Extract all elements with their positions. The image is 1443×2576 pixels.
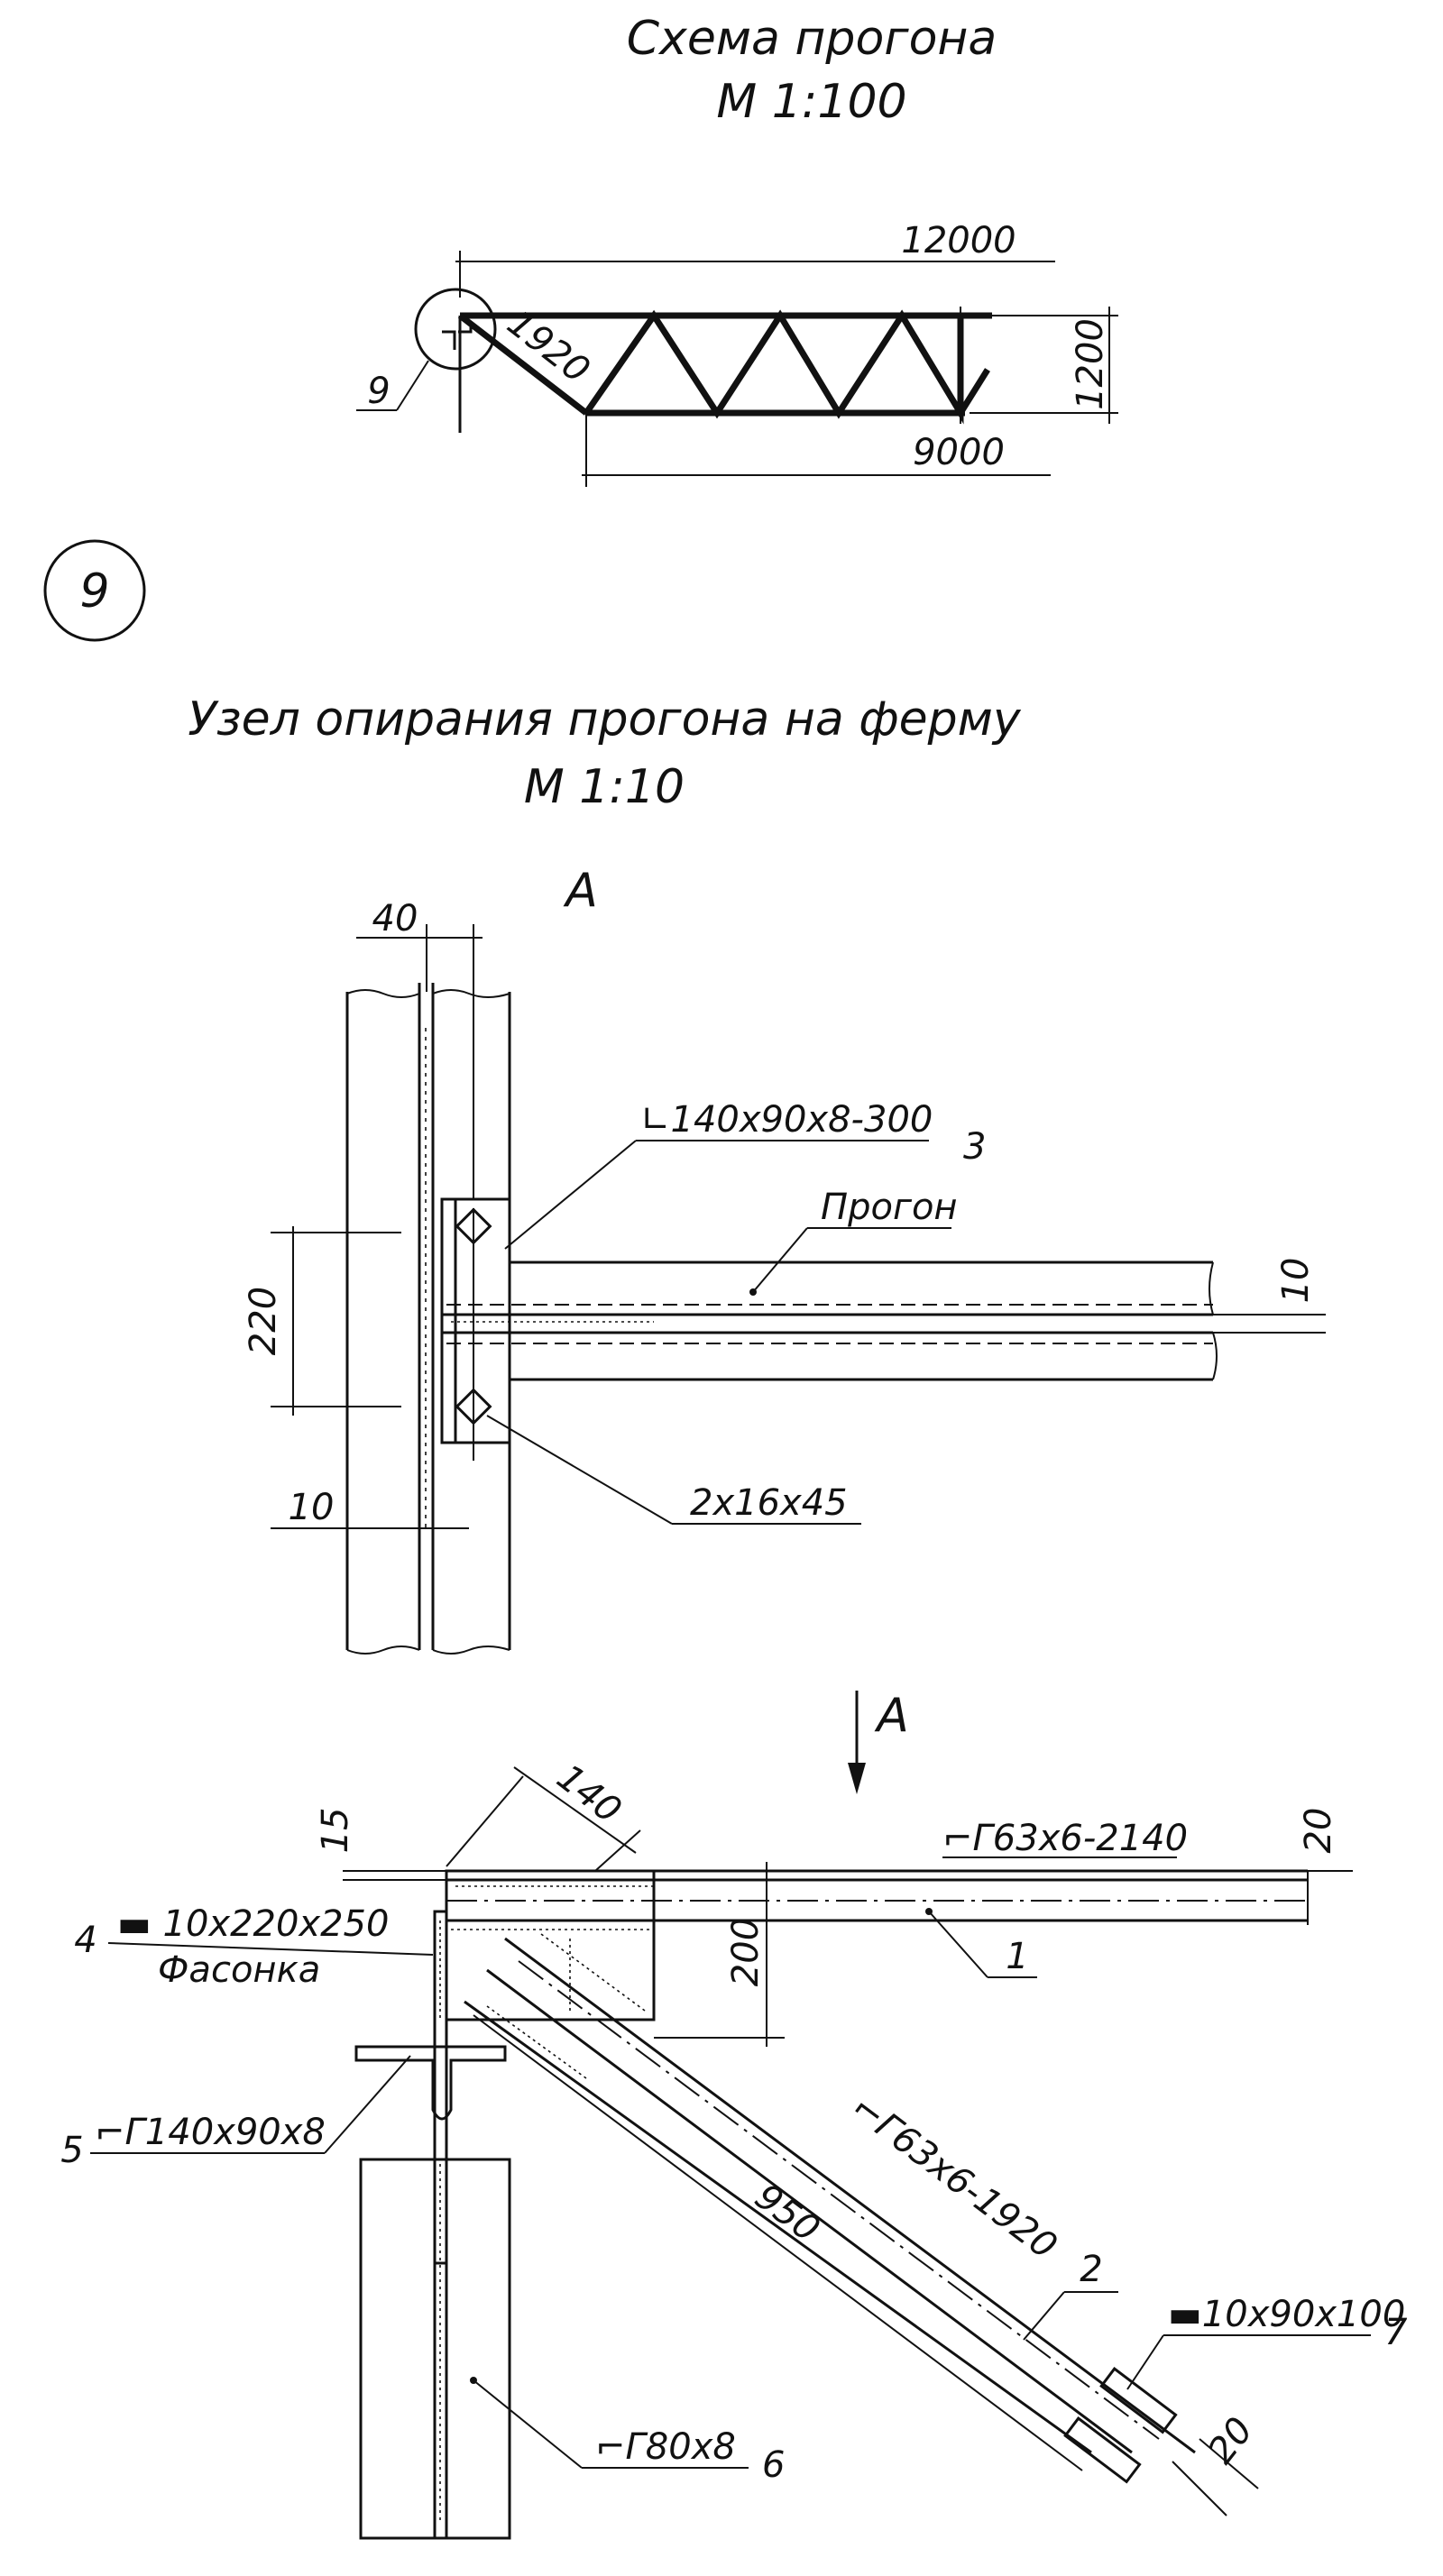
diagonal-label: ⌐Г63x6-1920 — [843, 2086, 1064, 2267]
node-scale: М 1:10 — [524, 760, 685, 814]
bolt-bottom-icon — [455, 1388, 492, 1426]
dim-1200: 1200 — [1070, 318, 1111, 410]
dim-950: 950 — [747, 2176, 827, 2251]
section-arrow-label: А — [874, 1689, 909, 1743]
gusset-pos: 4 — [74, 1920, 97, 1961]
dim-40: 40 — [372, 898, 418, 940]
dim-20-top: 20 — [1298, 1808, 1339, 1854]
top-chord-pos: 1 — [1006, 1936, 1028, 1977]
dim-9000: 9000 — [913, 432, 1005, 473]
dim-15: 15 — [315, 1808, 356, 1854]
section-arrow: А — [848, 1689, 909, 1794]
dim-12000: 12000 — [901, 220, 1016, 261]
bolts-label: 2x16x45 — [690, 1482, 848, 1524]
column-label: ⌐Г80x8 — [595, 2426, 736, 2468]
dim-10-right: 10 — [1275, 1258, 1317, 1304]
angle-plate — [440, 1197, 511, 1444]
dim-220: 220 — [243, 1287, 284, 1355]
view-a-label: А — [563, 864, 598, 918]
dim-20-bottom: 20 — [1200, 2410, 1262, 2471]
plate-label: ▬10x90x100 — [1168, 2294, 1405, 2335]
dim-140: 140 — [549, 1756, 629, 1831]
diagonal-pos: 2 — [1080, 2249, 1102, 2290]
gusset-name: Фасонка — [158, 1949, 320, 1991]
end-plate-top — [1099, 2367, 1178, 2434]
scheme-scale: М 1:100 — [716, 75, 906, 129]
purlin-label: Прогон — [821, 1187, 958, 1228]
truss-end-diagonal — [457, 313, 589, 416]
gusset-plate — [445, 1869, 656, 2021]
node-number-circle — [43, 539, 146, 642]
dim-200: 200 — [725, 1918, 767, 1986]
end-plate-bottom — [1063, 2416, 1142, 2484]
node-header: 9 Узел опирания прогона на ферму М 1:10 — [43, 539, 1022, 814]
scheme-title: Схема прогона — [627, 12, 997, 66]
dim-10-bottom: 10 — [289, 1487, 335, 1528]
diagonal-bottom — [464, 2000, 1092, 2454]
node-section: 15 20 140 200 ⌐Г63x6-2140 1 950 ⌐Г63x6-1… — [60, 1756, 1408, 2540]
angle5-label: ⌐Г140x90x8 — [95, 2112, 326, 2153]
view-a: А 40 10 220 — [243, 864, 1326, 1655]
top-chord-label: ⌐Г63x6-2140 — [942, 1818, 1188, 1859]
bolt-top-icon — [455, 1207, 492, 1245]
angle-label: ∟140x90x8-300 — [640, 1099, 933, 1141]
arrow-down-icon — [848, 1763, 866, 1794]
column-pos: 6 — [762, 2444, 785, 2486]
angle-pos: 3 — [963, 1126, 986, 1168]
node-number: 9 — [79, 564, 109, 619]
node-icon — [442, 323, 473, 350]
angle5-pos: 5 — [60, 2130, 83, 2171]
plate-pos: 7 — [1384, 2312, 1408, 2353]
support-angle — [354, 2045, 507, 2121]
truss-web — [584, 309, 964, 425]
scheme-of-purlin: Схема прогона М 1:100 12000 9 1920 1200 … — [356, 12, 1118, 487]
diagonal-top — [504, 1937, 1196, 2454]
callout-ref: 9 — [367, 371, 390, 412]
gusset-label: ▬ 10x220x250 — [117, 1903, 389, 1945]
callout-circle — [414, 288, 497, 371]
gusset-vertical — [433, 1910, 448, 2265]
node-title: Узел опирания прогона на ферму — [188, 692, 1022, 747]
